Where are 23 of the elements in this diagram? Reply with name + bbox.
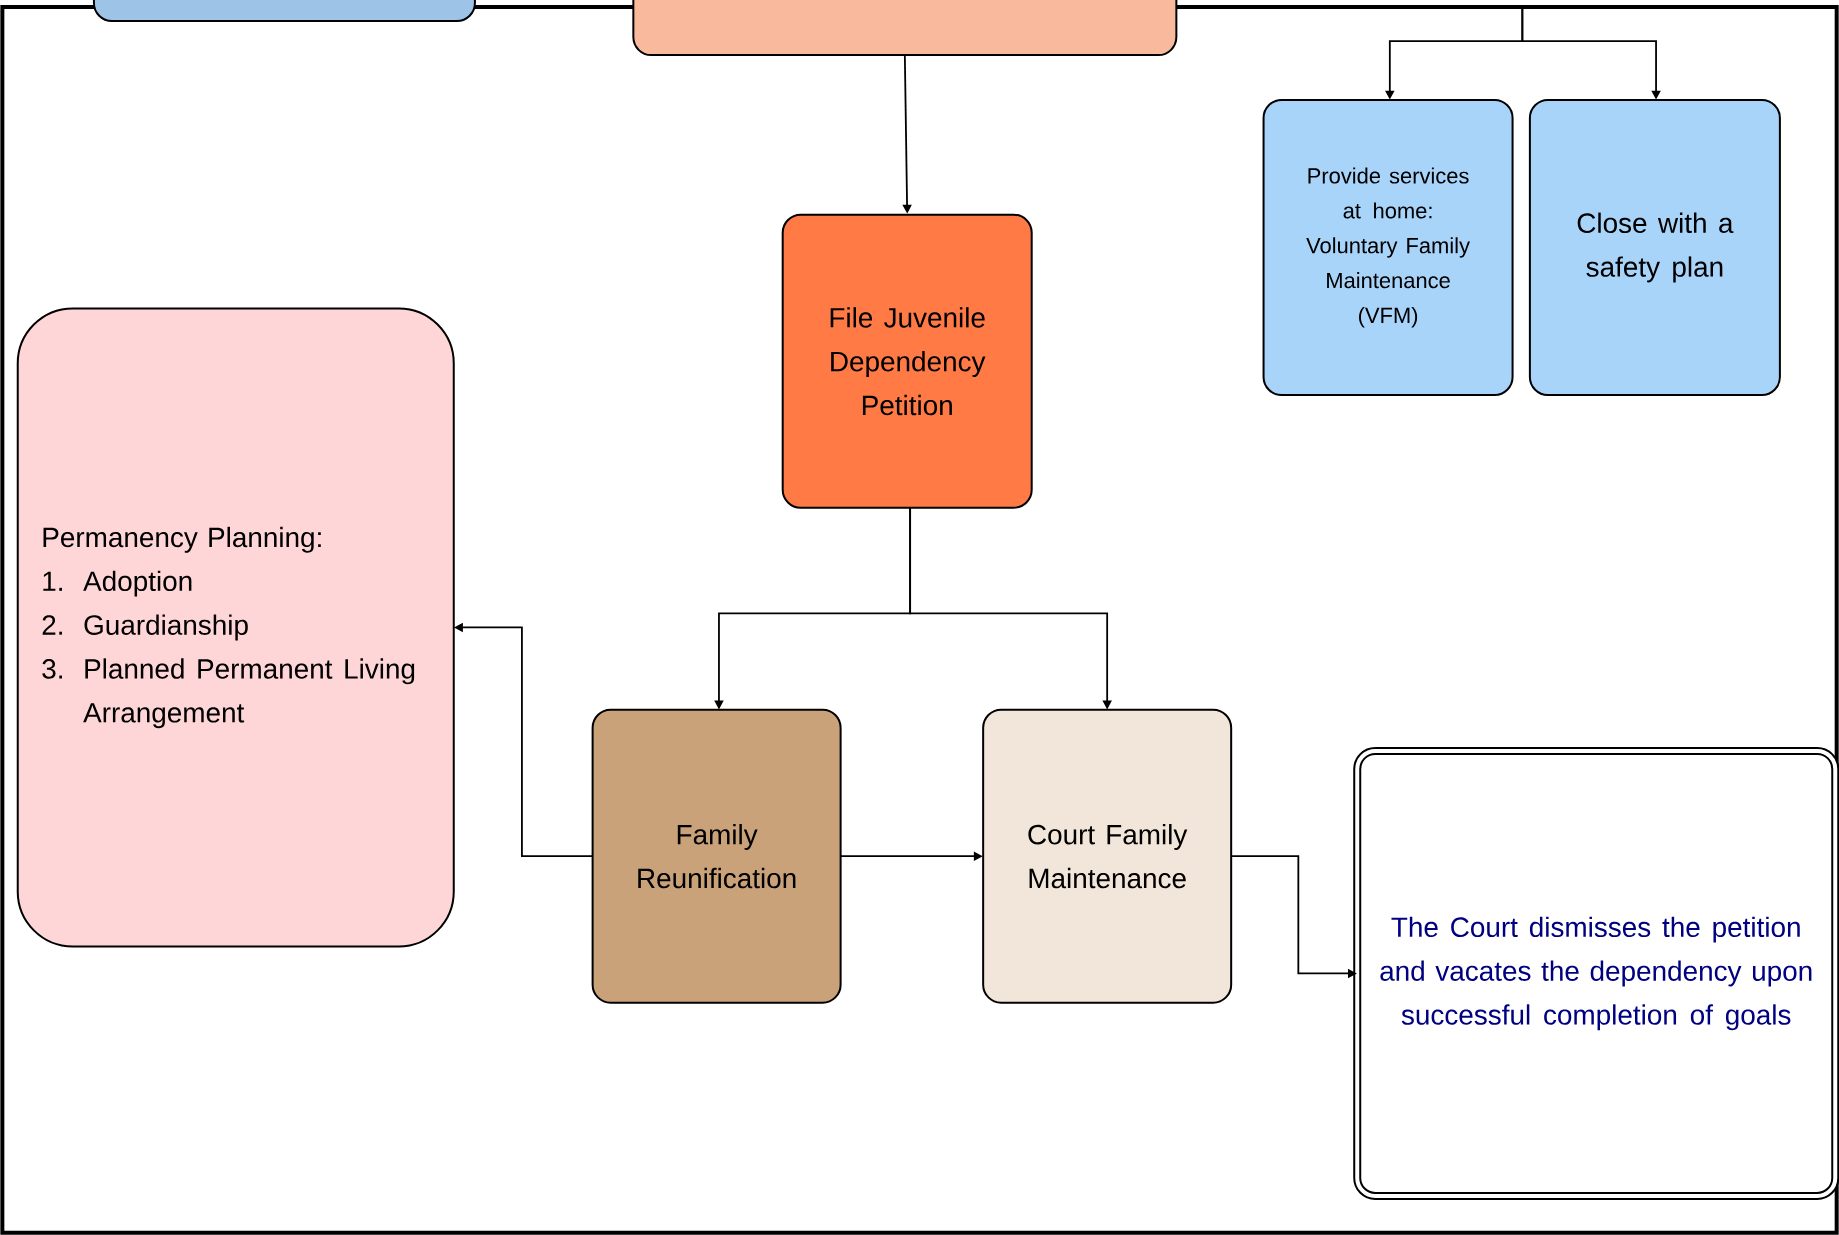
node-label: 3.	[42, 659, 62, 679]
node-label: Guardianship	[84, 614, 248, 641]
box-text: The Court dismisses the petition and vacates the dependency upon successful completion of goals	[1380, 916, 1812, 1031]
node-label: Planned Permanent Living Arrangement	[83, 658, 415, 729]
box-text: File Juvenile Dependency Petition	[830, 307, 986, 416]
process-box	[1528, 98, 1781, 396]
box-text: Provide services at home: Voluntary Family Maintenance (VFM)	[1306, 167, 1470, 328]
node-label: 2.	[42, 615, 62, 635]
outcome-box	[1353, 746, 1839, 1200]
node-label: Adoption	[83, 570, 192, 597]
process-box	[781, 213, 1033, 509]
planning-box	[16, 307, 455, 948]
process-box	[591, 708, 842, 1004]
process-box	[92, 0, 476, 23]
box-text: Family Reunification	[638, 824, 796, 889]
box-text: Court Family Maintenance	[1028, 824, 1188, 889]
process-box	[632, 0, 1178, 57]
box-text: Close with a safety plan	[1577, 212, 1734, 283]
box-text: Permanency Planning: 1. Adoption 2. Guardianship 3. Planned Permanent Living Arrangement	[42, 526, 415, 729]
process-box	[1262, 98, 1514, 396]
node-label: 1.	[43, 571, 62, 591]
process-box	[982, 708, 1233, 1004]
node-label: Permanency Planning:	[43, 526, 321, 553]
